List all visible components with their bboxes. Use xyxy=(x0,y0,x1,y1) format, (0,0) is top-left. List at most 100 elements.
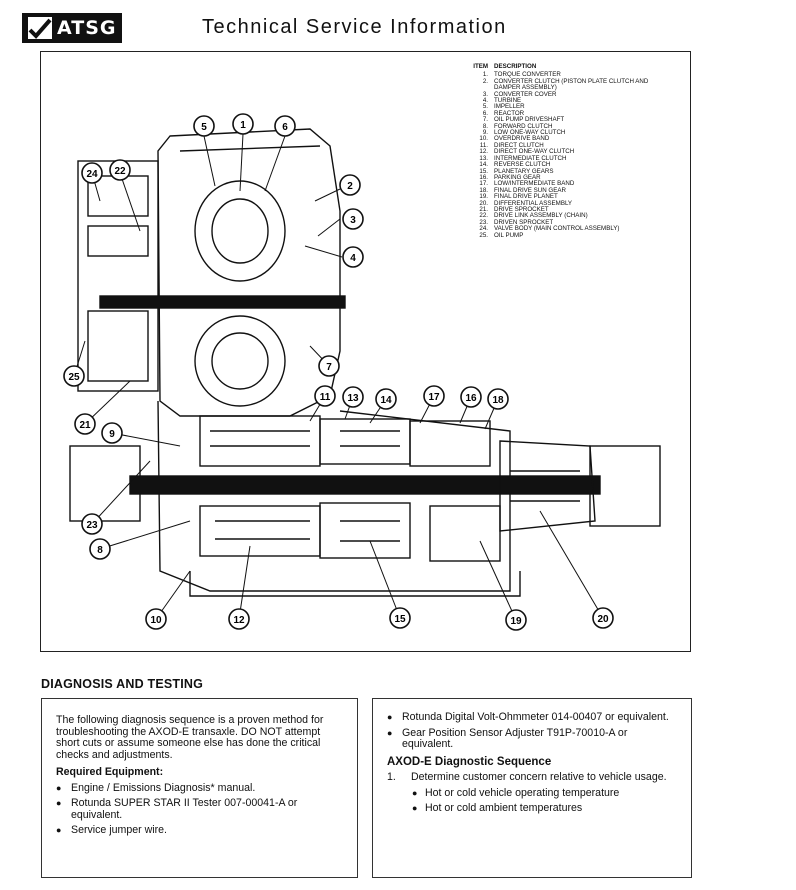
svg-text:4: 4 xyxy=(350,253,356,264)
sequence-step: 1. Determine customer concern relative t… xyxy=(387,771,677,784)
svg-text:17: 17 xyxy=(428,392,440,403)
list-item: ●Service jumper wire. xyxy=(56,824,167,836)
legend-item-description: VALVE BODY (MAIN CONTROL ASSEMBLY) xyxy=(494,225,620,233)
legend-item-description: INTERMEDIATE CLUTCH xyxy=(494,154,567,162)
svg-text:23: 23 xyxy=(86,520,98,531)
legend-item-number: 21. xyxy=(479,205,488,213)
callout-16: 16 xyxy=(460,386,482,408)
legend-row: 11. DIRECT CLUTCH xyxy=(470,141,664,149)
callout-24: 24 xyxy=(81,162,103,184)
legend-item-description: REACTOR xyxy=(494,109,525,117)
legend-row: 24.VALVE BODY (MAIN CONTROL ASSEMBLY) xyxy=(470,225,664,233)
legend-item-number: 22. xyxy=(479,212,488,220)
legend-item-number: 19. xyxy=(479,193,488,201)
legend-item-number: 8. xyxy=(482,122,488,130)
legend-item-description: DIRECT CLUTCH xyxy=(494,141,544,149)
svg-text:13: 13 xyxy=(347,393,359,404)
legend-row: 22.DRIVE LINK ASSEMBLY (CHAIN) xyxy=(470,212,664,220)
right-text-box: ●Rotunda Digital Volt-Ohmmeter 014-00407… xyxy=(372,698,692,878)
legend-row: 7. OIL PUMP DRIVESHAFT xyxy=(470,116,664,124)
legend-row: 9.LOW ONE-WAY CLUTCH xyxy=(470,129,664,137)
bullet-icon: ● xyxy=(412,803,418,813)
legend-row: 19.FINAL DRIVE PLANET xyxy=(470,193,664,201)
legend-item-number: 23. xyxy=(479,218,488,226)
legend-row: 23. DRIVEN SPROCKET xyxy=(470,218,664,226)
legend-col-item: ITEM xyxy=(473,63,488,70)
bullet-icon: ● xyxy=(387,727,393,738)
legend-item-number: 1. xyxy=(482,71,488,79)
legend-item-description: OVERDRIVE BAND xyxy=(494,135,550,143)
sub-list-item: ●Hot or cold ambient temperatures xyxy=(412,802,583,814)
svg-text:12: 12 xyxy=(233,615,245,626)
legend-item-description: TORQUE CONVERTER xyxy=(494,71,561,79)
svg-text:25: 25 xyxy=(68,372,80,383)
svg-text:3: 3 xyxy=(350,215,356,226)
legend-row: 1. TORQUE CONVERTER xyxy=(470,71,664,79)
callout-10: 10 xyxy=(145,608,167,630)
svg-text:5: 5 xyxy=(201,122,207,133)
legend-item-description: IMPELLER xyxy=(494,103,525,111)
checkmark-icon xyxy=(28,17,52,39)
legend-item-description: DIRECT ONE-WAY CLUTCH xyxy=(494,148,575,156)
legend-item-number: 6. xyxy=(482,109,488,117)
legend-item-number: 17. xyxy=(479,180,488,188)
callout-23: 23 xyxy=(81,513,103,535)
legend-item-number: 13. xyxy=(479,154,488,162)
bullet-icon: ● xyxy=(412,787,418,798)
intro-paragraph: The following diagnosis sequence is a pr… xyxy=(56,714,324,761)
legend-item-number: 11. xyxy=(479,141,488,149)
callout-1: 1 xyxy=(232,113,254,135)
legend-row: 5. IMPELLER xyxy=(470,103,664,111)
callout-12: 12 xyxy=(228,608,250,630)
svg-text:18: 18 xyxy=(492,395,504,406)
legend-row: 10.OVERDRIVE BAND xyxy=(470,135,664,143)
legend-item-number: 25. xyxy=(479,231,488,239)
callout-19: 19 xyxy=(505,609,527,631)
transaxle-cutaway-diagram: 1 2 3 4 5 6 7 8 9 10 11 12 13 14 15 16 1… xyxy=(63,113,661,631)
callout-17: 17 xyxy=(423,385,445,407)
atsg-logo: ATSG xyxy=(22,13,122,43)
legend-item-description: FORWARD CLUTCH xyxy=(494,122,553,130)
legend-item-number: 15. xyxy=(479,167,488,175)
callout-25: 25 xyxy=(63,365,85,387)
svg-text:22: 22 xyxy=(114,166,126,177)
legend-item-description: LOW ONE-WAY CLUTCH xyxy=(494,129,566,137)
legend-item-description: PARKING GEAR xyxy=(494,173,541,181)
legend-row: 16.PARKING GEAR xyxy=(470,173,664,181)
callout-13: 13 xyxy=(342,386,364,408)
list-item: ●Rotunda Digital Volt-Ohmmeter 014-00407… xyxy=(387,711,669,723)
step-number: 1. xyxy=(387,771,396,783)
svg-text:8: 8 xyxy=(97,545,103,556)
legend-row: 2.CONVERTER CLUTCH (PISTON PLATE CLUTCH … xyxy=(470,77,664,92)
legend-item-number: 3. xyxy=(482,90,488,98)
sequence-heading: AXOD-E Diagnostic Sequence xyxy=(387,755,552,768)
figure-frame xyxy=(40,51,691,652)
svg-text:15: 15 xyxy=(394,614,406,625)
legend-item-number: 12. xyxy=(479,148,488,156)
legend-item-description: LOW/INTERMEDIATE BAND xyxy=(494,180,575,188)
legend-row: 12. DIRECT ONE-WAY CLUTCH xyxy=(470,148,664,156)
callout-14: 14 xyxy=(375,388,397,410)
legend-item-number: 5. xyxy=(482,103,488,111)
required-equipment-heading: Required Equipment: xyxy=(56,766,164,778)
callout-11: 11 xyxy=(314,385,336,407)
callout-2: 2 xyxy=(339,174,361,196)
legend-item-description: OIL PUMP xyxy=(494,231,524,239)
list-item: ●Engine / Emissions Diagnosis* manual. xyxy=(56,781,256,794)
callout-9: 9 xyxy=(101,422,123,444)
legend-item-number: 2. xyxy=(482,77,488,85)
page-title: Technical Service Information xyxy=(202,16,507,38)
section-title: DIAGNOSIS AND TESTING xyxy=(41,677,204,691)
legend-item-description: OIL PUMP DRIVESHAFT xyxy=(494,116,565,124)
svg-text:7: 7 xyxy=(326,362,332,373)
legend-row: 14.REVERSE CLUTCH xyxy=(470,161,664,168)
svg-text:1: 1 xyxy=(240,120,246,131)
legend-item-number: 4. xyxy=(482,97,488,105)
legend-item-description: CONVERTER COVER xyxy=(494,90,557,98)
legend-item-number: 7. xyxy=(482,116,488,124)
svg-text:9: 9 xyxy=(109,429,115,440)
legend-row: 6. REACTOR xyxy=(470,109,664,117)
legend-item-description: TURBINE xyxy=(494,97,522,105)
legend-item-description: DRIVEN SPROCKET xyxy=(494,218,554,226)
callout-22: 22 xyxy=(109,159,131,181)
